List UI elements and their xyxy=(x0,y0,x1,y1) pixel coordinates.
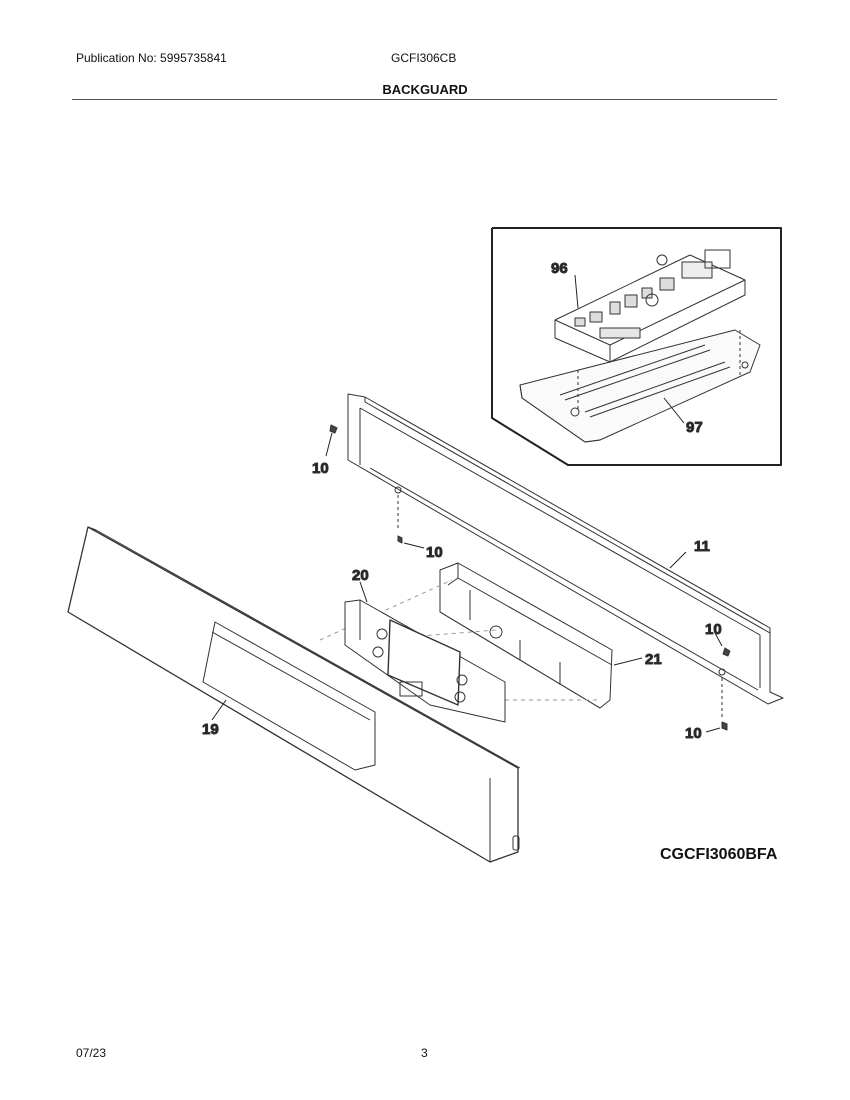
screws xyxy=(329,424,731,731)
publication-number: Publication No: 5995735841 xyxy=(76,51,227,65)
label-10-lower-right: 10 xyxy=(685,725,702,742)
label-96: 96 xyxy=(551,260,568,277)
model-number: GCFI306CB xyxy=(391,51,457,65)
drawing-code: CGCFI3060BFA xyxy=(660,846,778,863)
label-10-right: 10 xyxy=(705,621,722,638)
label-10-upper-left: 10 xyxy=(312,460,329,477)
label-21: 21 xyxy=(645,651,662,668)
header-divider xyxy=(72,99,777,100)
label-10-center: 10 xyxy=(426,544,443,561)
footer-date: 07/23 xyxy=(76,1046,107,1060)
front-control-panel xyxy=(67,526,521,863)
label-20: 20 xyxy=(352,567,369,584)
label-97: 97 xyxy=(686,419,703,436)
page-number: 3 xyxy=(421,1046,428,1060)
control-bracket xyxy=(439,562,613,709)
ui-board xyxy=(344,599,506,723)
label-11: 11 xyxy=(694,538,710,555)
section-title: BACKGUARD xyxy=(382,82,468,97)
inset-control-board xyxy=(491,227,782,466)
projection-lines xyxy=(319,579,600,701)
label-19: 19 xyxy=(202,721,219,738)
backguard-panel xyxy=(347,393,784,705)
